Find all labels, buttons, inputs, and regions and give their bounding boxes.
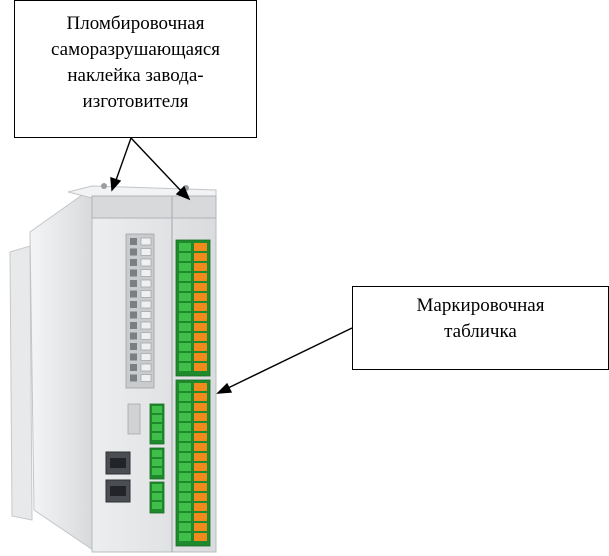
callout-line: саморазрушающаяся — [50, 39, 221, 60]
mounting-flange — [9, 245, 33, 521]
callout-line: изготовителя — [82, 91, 189, 112]
housing-side — [29, 187, 97, 553]
arrow-to-seal-left — [110, 137, 132, 192]
seal-strip — [91, 195, 217, 219]
grey-terminal-block — [125, 233, 155, 389]
marking-plate-callout: Маркировочная табличка — [352, 286, 609, 370]
seal-sticker-callout: Пломбировочная саморазрушающаяся наклейк… — [14, 0, 257, 138]
small-connectors — [127, 403, 165, 514]
callout-line: табличка — [444, 321, 517, 342]
arrow-to-marking-plate — [216, 327, 353, 394]
green-terminal-block-upper — [175, 239, 211, 377]
arrow-to-seal-right — [130, 137, 191, 201]
callout-line: наклейка завода- — [67, 65, 204, 86]
green-terminal-block-lower — [175, 379, 211, 547]
callout-line: Маркировочная — [416, 295, 545, 316]
callout-line: Пломбировочная — [66, 13, 205, 34]
